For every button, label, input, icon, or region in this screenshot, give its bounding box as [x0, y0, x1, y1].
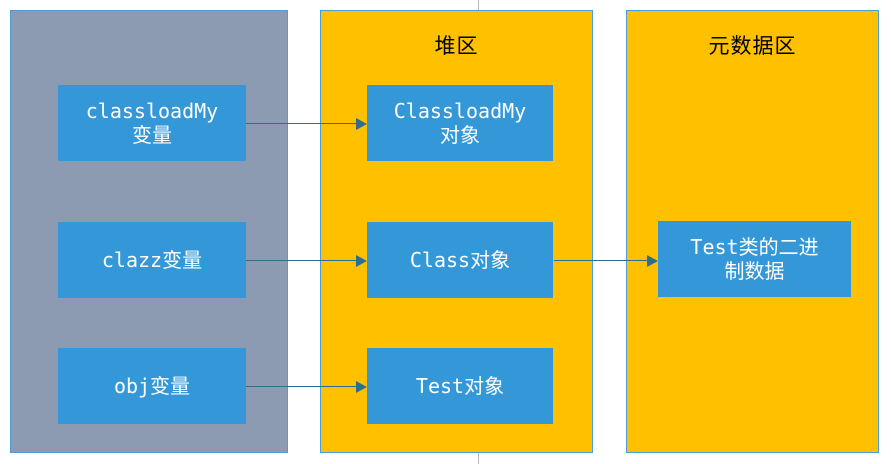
- arrow-clazz-var-to-class-object-head-icon: [356, 255, 367, 267]
- stub-bottom: [478, 453, 479, 464]
- arrow-class-object-to-binary-data-head-icon: [647, 255, 658, 267]
- metaspace-region-title: 元数据区: [708, 34, 797, 58]
- node-clazz-var[interactable]: clazz变量: [58, 222, 246, 298]
- heap-region-title: 堆区: [434, 34, 479, 58]
- arrow-clazz-var-to-class-object: [246, 260, 356, 261]
- arrow-obj-var-to-test-object-head-icon: [356, 381, 367, 393]
- node-test-object[interactable]: Test对象: [367, 348, 553, 424]
- stub-top: [478, 0, 479, 10]
- node-test-binary-data[interactable]: Test类的二进 制数据: [658, 221, 851, 297]
- node-class-object[interactable]: Class对象: [367, 222, 553, 298]
- arrow-classloadmy-var-to-object: [246, 123, 356, 124]
- arrow-classloadmy-var-to-object-head-icon: [356, 118, 367, 130]
- node-obj-var[interactable]: obj变量: [58, 348, 246, 424]
- arrow-obj-var-to-test-object: [246, 386, 356, 387]
- node-classloadmy-object[interactable]: ClassloadMy 对象: [367, 85, 553, 161]
- arrow-class-object-to-binary-data: [554, 260, 647, 261]
- node-classloadmy-var[interactable]: classloadMy 变量: [58, 85, 246, 161]
